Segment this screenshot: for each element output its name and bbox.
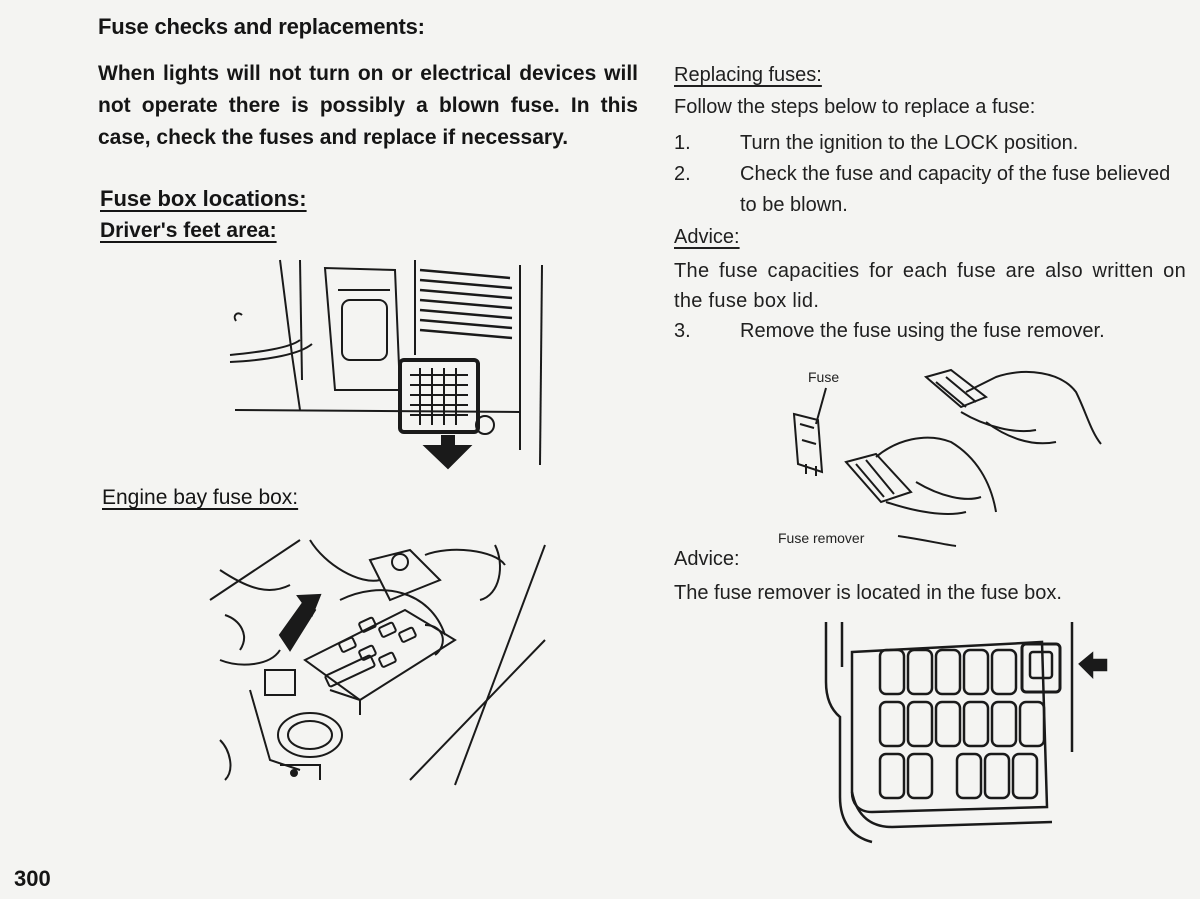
step-number: 2. [674, 163, 691, 185]
step-number: 1. [674, 132, 691, 154]
intro-paragraph: When lights will not turn on or electric… [98, 62, 638, 149]
page-number: 300 [14, 866, 51, 891]
replacing-fuses-intro: Follow the steps below to replace a fuse… [674, 96, 1036, 118]
step-text: Turn the ignition to the LOCK position. [740, 132, 1079, 154]
fuse-box-locations-heading: Fuse box locations: [100, 186, 307, 211]
advice-heading: Advice: [674, 226, 740, 248]
steps-list-continued: 3. Remove the fuse using the fuse remove… [674, 316, 1186, 347]
step-item: 3. Remove the fuse using the fuse remove… [674, 316, 1186, 347]
drivers-feet-fusebox-illustration [229, 259, 543, 470]
advice-heading-2: Advice: [674, 548, 740, 570]
fuse-remover-illustration: Fuse Fuse remover [778, 368, 1102, 547]
fuse-remover-label: Fuse remover [778, 530, 865, 546]
steps-list: 1. Turn the ignition to the LOCK positio… [674, 128, 1186, 221]
step-item: 2. Check the fuse and capacity of the fu… [674, 159, 1186, 221]
fuse-label: Fuse [808, 369, 839, 385]
engine-bay-fusebox-illustration [209, 539, 546, 786]
fuse-box-remover-location-illustration [824, 622, 1108, 844]
advice-text: The fuse capacities for each fuse are al… [674, 260, 1186, 312]
step-text: Check the fuse and capacity of the fuse … [740, 163, 1171, 216]
advice-text-2: The fuse remover is located in the fuse … [674, 582, 1062, 604]
step-text: Remove the fuse using the fuse remover. [740, 320, 1105, 342]
replacing-fuses-heading: Replacing fuses: [674, 64, 822, 86]
step-item: 1. Turn the ignition to the LOCK positio… [674, 128, 1186, 159]
engine-bay-heading: Engine bay fuse box: [102, 486, 299, 509]
step-number: 3. [674, 320, 691, 342]
section-title: Fuse checks and replacements: [98, 14, 425, 39]
drivers-feet-heading: Driver's feet area: [100, 219, 277, 242]
